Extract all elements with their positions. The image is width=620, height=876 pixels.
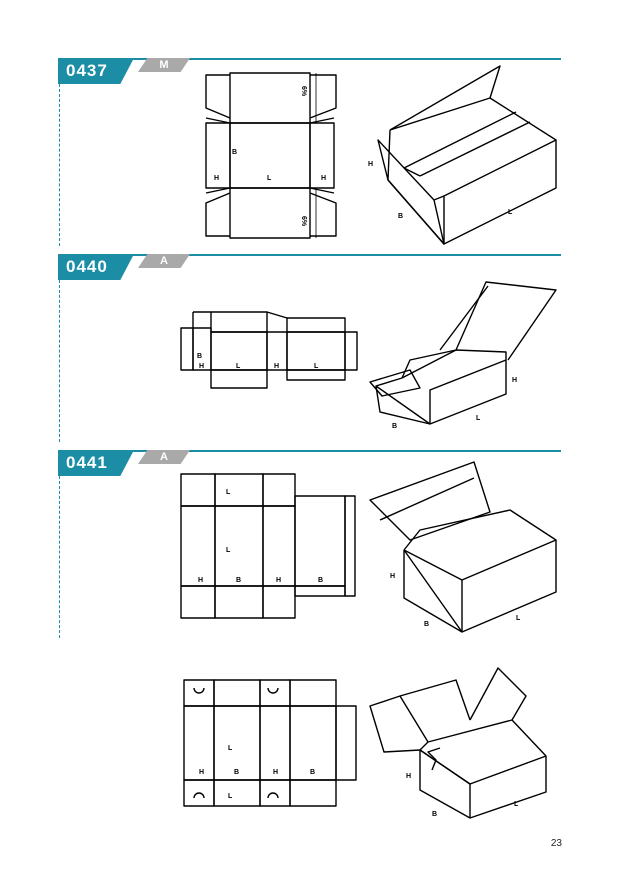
dim-label-l: L <box>508 209 513 216</box>
box-0440 <box>369 281 557 425</box>
dim-label-h: H <box>368 161 373 168</box>
dim-label-h: H <box>512 377 517 384</box>
dim-label-h: H <box>214 175 219 182</box>
section-0437-banner: 0437 M <box>58 58 561 84</box>
blank-variant-labels: L H B H B L <box>199 745 315 800</box>
blank-variant <box>183 679 357 807</box>
box-0441-labels: H B L <box>390 573 521 628</box>
dim-label-b: B <box>236 577 241 584</box>
glue-label: 6% <box>300 86 307 97</box>
page-number: 23 <box>550 838 562 849</box>
blank-0441 <box>180 473 356 619</box>
dim-label-b: B <box>318 577 323 584</box>
dim-label-h: H <box>273 769 278 776</box>
section-rule <box>118 450 561 452</box>
box-0441 <box>369 461 557 633</box>
box-variant-labels: H B L <box>406 773 519 818</box>
dim-label-l: L <box>228 793 233 800</box>
section-rule <box>118 254 561 256</box>
style-code: 0441 <box>58 450 134 476</box>
dim-label-l: L <box>516 615 521 622</box>
blank-0437 <box>205 72 337 239</box>
dim-label-b: B <box>432 811 437 818</box>
glue-label: 6% <box>300 216 307 227</box>
dim-label-l: L <box>514 801 519 808</box>
box-0437-labels: H B L <box>368 161 513 220</box>
category-tag: A <box>138 450 190 464</box>
dim-label-l: L <box>226 489 231 496</box>
blank-0437-labels: B L H H 6% 6% <box>214 86 326 227</box>
dim-label-l: L <box>267 175 272 182</box>
blank-0440 <box>180 311 358 389</box>
dim-label-h: H <box>321 175 326 182</box>
category-tag: M <box>138 58 190 72</box>
box-0437 <box>377 65 557 245</box>
style-code: 0437 <box>58 58 134 84</box>
dim-label-h: H <box>198 577 203 584</box>
section-0441-divider <box>59 476 60 638</box>
category-tag: A <box>138 254 190 268</box>
dim-label-b: B <box>424 621 429 628</box>
dim-label-l: L <box>226 547 231 554</box>
dim-label-b: B <box>310 769 315 776</box>
section-0440-divider <box>59 280 60 442</box>
dim-label-h: H <box>274 363 279 370</box>
dim-label-l: L <box>476 415 481 422</box>
dim-label-h: H <box>406 773 411 780</box>
dim-label-b: B <box>392 423 397 430</box>
dim-label-b: B <box>232 149 237 156</box>
section-0440-banner: 0440 A <box>58 254 561 280</box>
blank-0440-labels: B H L H L <box>197 353 319 370</box>
section-rule <box>118 58 561 60</box>
dim-label-b: B <box>197 353 202 360</box>
section-0437-divider <box>59 84 60 246</box>
dim-label-b: B <box>234 769 239 776</box>
dim-label-h: H <box>390 573 395 580</box>
dim-label-h: H <box>276 577 281 584</box>
dim-label-b: B <box>398 213 403 220</box>
box-0440-labels: H B L <box>392 377 517 430</box>
dim-label-l: L <box>228 745 233 752</box>
dim-label-h: H <box>199 769 204 776</box>
dim-label-l: L <box>314 363 319 370</box>
dim-label-l: L <box>236 363 241 370</box>
section-0441-banner: 0441 A <box>58 450 561 476</box>
style-code: 0440 <box>58 254 134 280</box>
box-variant <box>369 667 547 819</box>
blank-0441-labels: L L H B H B <box>198 489 323 584</box>
dim-label-h: H <box>199 363 204 370</box>
